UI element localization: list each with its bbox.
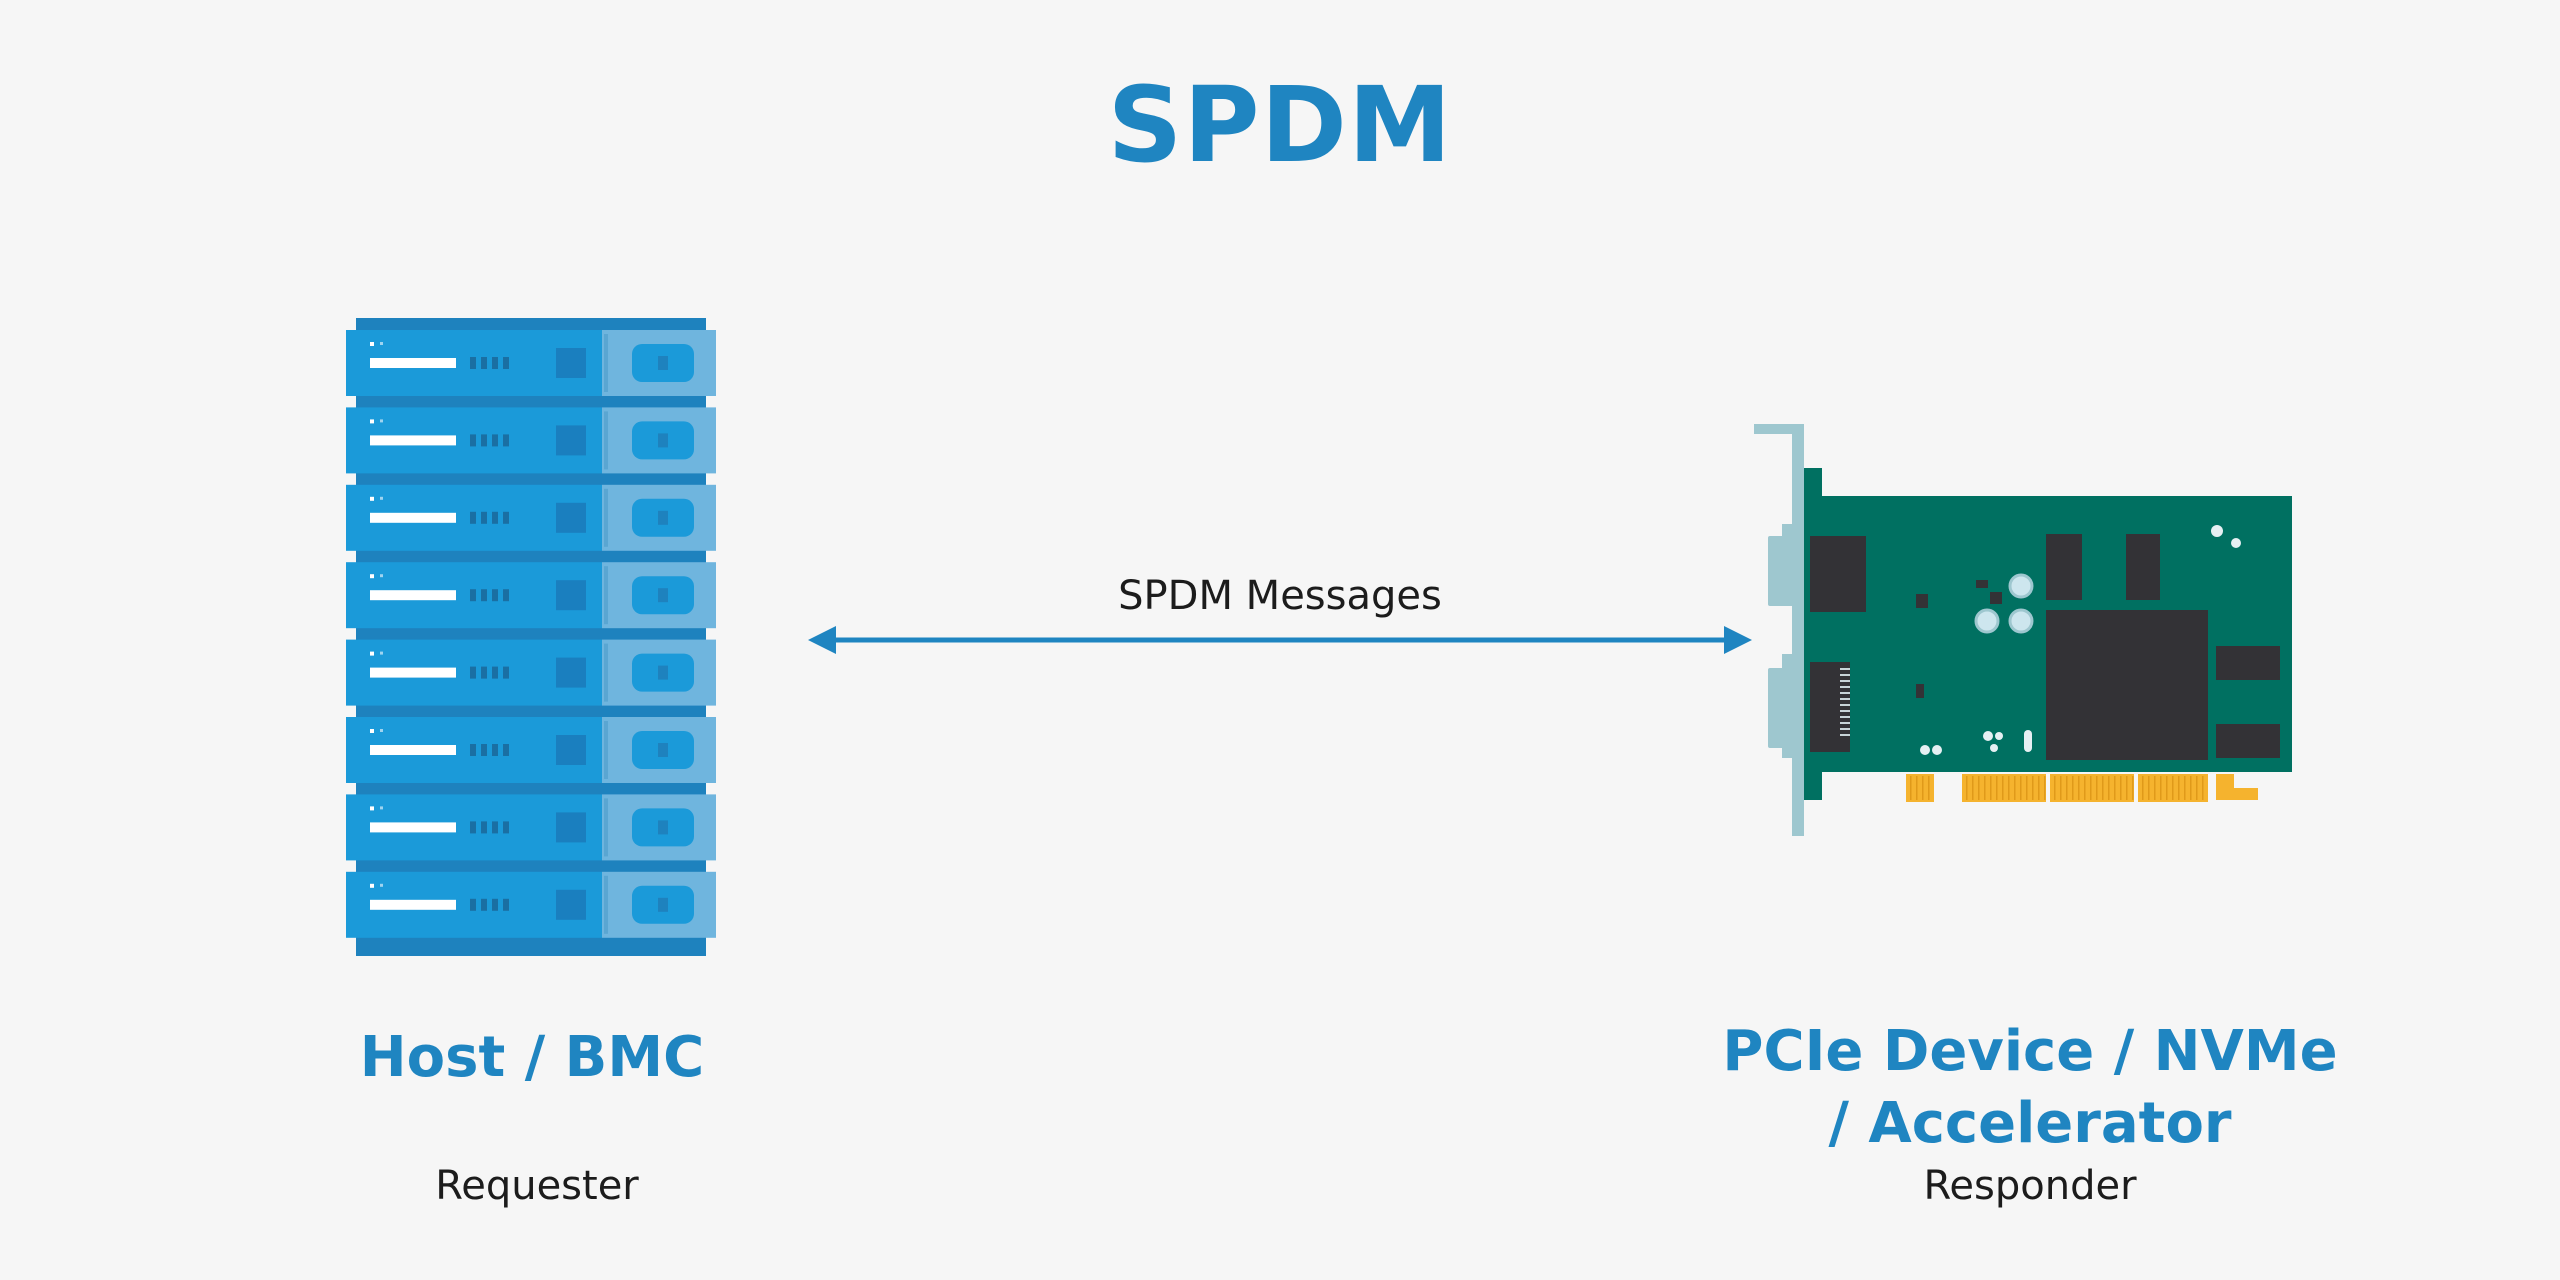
bidirectional-arrow-icon [808,626,1752,654]
responder-title: PCIe Device / NVMe / Accelerator [1722,1019,2338,1156]
requester-role: Requester [435,1163,639,1209]
requester-title: Host / BMC [359,1025,705,1090]
responder-role: Responder [1923,1163,2137,1209]
connection-label: SPDM Messages [1118,573,1442,619]
diagram-title: SPDM [1107,64,1453,186]
server-rack-icon [346,318,716,956]
pcie-card-icon [1754,424,2292,836]
